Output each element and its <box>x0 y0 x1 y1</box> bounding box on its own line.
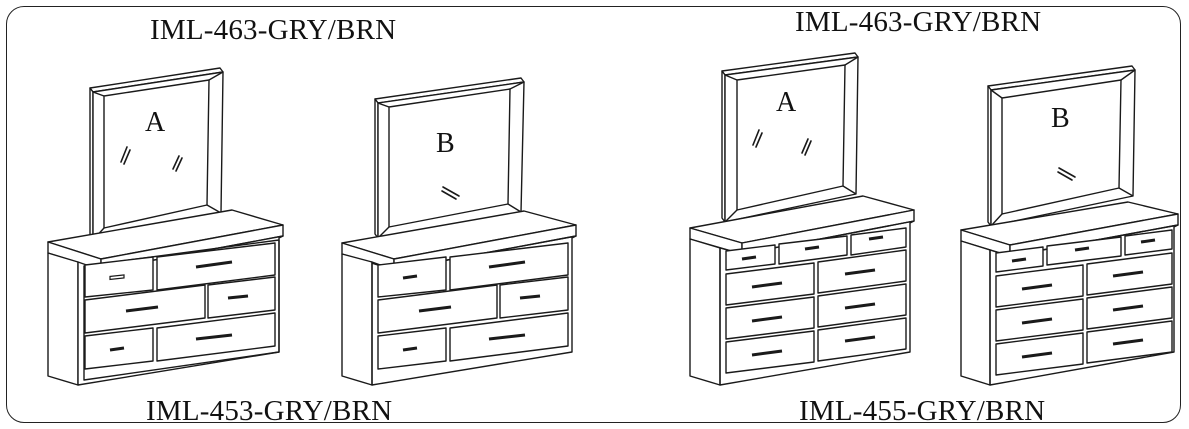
mirror-b-right: B <box>987 65 1136 227</box>
dresser-455-right <box>960 201 1179 386</box>
dresser-453-with-mirror-a: A <box>47 67 284 386</box>
dresser-455-left <box>689 195 915 386</box>
dresser-455-with-mirror-b: B <box>960 65 1179 386</box>
mirror-a-left: A <box>89 67 224 241</box>
model-label-dresser-453: IML-453-GRY/BRN <box>146 395 393 427</box>
mirror-b-letter: B <box>436 128 455 159</box>
model-label-mirror-463-right: IML-463-GRY/BRN <box>795 6 1042 38</box>
mirror-b-left: B <box>374 77 525 239</box>
dresser-453-left <box>47 209 284 386</box>
dresser-453-right <box>341 210 577 386</box>
dresser-455-with-mirror-a: A <box>689 52 915 386</box>
model-label-mirror-463-left: IML-463-GRY/BRN <box>150 14 397 46</box>
model-label-dresser-455: IML-455-GRY/BRN <box>799 395 1046 427</box>
mirror-b-right-letter: B <box>1051 103 1070 134</box>
mirror-a-letter: A <box>145 107 166 138</box>
dresser-453-with-mirror-b: B <box>341 77 577 386</box>
mirror-a-right-letter: A <box>776 87 797 118</box>
mirror-a-right: A <box>721 52 859 223</box>
sheet-border <box>6 6 1181 423</box>
